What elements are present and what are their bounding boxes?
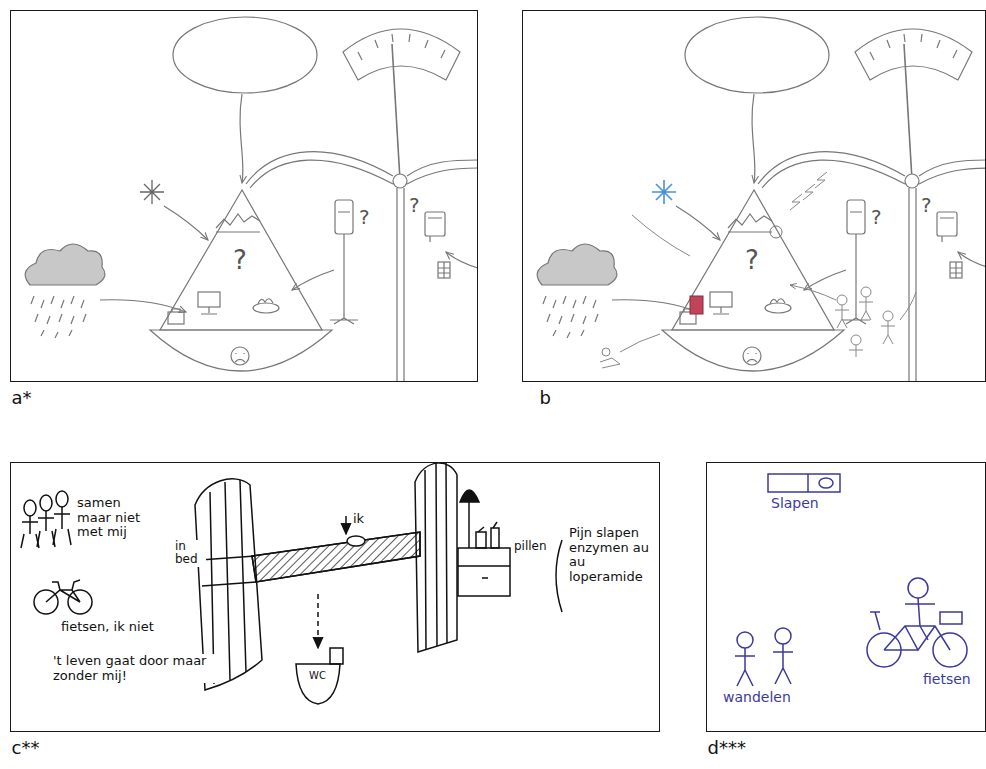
panel-frame: c** — [10, 462, 660, 732]
scene-c — [458, 566, 510, 578]
scene-d — [807, 474, 809, 492]
panel-frame: a* — [10, 10, 478, 382]
scene-c — [40, 495, 52, 511]
handwritten-note: 't leven gaat door maar zonder mij! — [52, 654, 219, 683]
scene-d — [905, 598, 935, 640]
handwritten-note: samen maar niet met mij — [76, 496, 156, 540]
scene-d — [775, 628, 791, 644]
people-sketch — [900, 292, 916, 320]
sketch-line — [632, 215, 690, 256]
scene-d — [735, 474, 967, 686]
scene-c — [53, 507, 71, 545]
people-sketch — [849, 345, 863, 357]
scene-c — [296, 664, 340, 704]
clock-icon — [770, 226, 782, 238]
scene-d — [908, 578, 928, 598]
scene-d — [870, 612, 880, 630]
people-sketch — [600, 358, 620, 368]
scene-c — [21, 462, 562, 704]
question-mark: ? — [408, 194, 421, 216]
scene-c — [210, 480, 246, 684]
scene-d — [773, 644, 793, 684]
panel-letter: c** — [12, 737, 40, 758]
scene-d — [768, 474, 840, 492]
people-sketch — [835, 305, 849, 328]
panel-frame: d*** — [706, 462, 986, 732]
question-mark: ? — [358, 206, 371, 228]
people-sketch — [851, 335, 861, 345]
panel-letter: b — [540, 387, 551, 408]
scene-d — [884, 626, 950, 650]
scene-b — [537, 17, 986, 382]
handwritten-note: pillen — [513, 540, 548, 553]
scene-c — [460, 490, 479, 502]
scene-c — [24, 500, 36, 516]
scene-c — [317, 594, 319, 648]
people-sketch — [883, 311, 893, 321]
scene-c — [347, 536, 365, 546]
scene-d — [819, 478, 833, 488]
panel-letter: a* — [12, 387, 32, 408]
scene-a — [25, 17, 478, 382]
scene-a — [25, 17, 478, 382]
scene-c — [491, 528, 499, 548]
scene-c — [478, 522, 497, 532]
question-mark: ? — [920, 194, 933, 216]
question-mark: ? — [744, 246, 760, 275]
people-sketch — [837, 295, 847, 305]
scene-c — [330, 648, 343, 664]
handwritten-list: Pijn slapen enzymen au au loperamide — [568, 526, 656, 584]
scene-c — [252, 532, 420, 582]
scene-b — [537, 17, 986, 382]
scene-c — [46, 580, 80, 602]
people-sketch — [790, 285, 836, 300]
people-sketch — [859, 297, 873, 320]
scene-c — [345, 516, 347, 534]
sleep-zigzag — [790, 172, 827, 210]
scene-c — [200, 556, 257, 586]
scene-c — [252, 532, 420, 582]
scene-c — [556, 540, 562, 612]
handwritten-note: ik — [352, 512, 365, 527]
scene-c — [195, 479, 262, 690]
people-sketch — [861, 287, 871, 297]
scene-c — [21, 516, 39, 548]
snowflake — [652, 180, 676, 204]
scene-c — [476, 532, 486, 548]
people-sketch — [881, 321, 895, 344]
people-sketch — [600, 285, 916, 368]
scene-c — [37, 511, 55, 547]
snowflake — [140, 180, 164, 204]
book-icon — [690, 296, 703, 314]
activity-label: Slapen — [770, 496, 820, 512]
question-mark: ? — [232, 246, 248, 275]
question-mark: ? — [870, 206, 883, 228]
handwritten-note: fietsen, ik niet — [60, 620, 155, 635]
scene-c — [425, 462, 447, 650]
scene-d — [737, 632, 753, 648]
toilet-label: WC — [308, 670, 327, 681]
people-sketch — [602, 348, 610, 356]
panel-frame: b — [522, 10, 986, 382]
activity-label: wandelen — [722, 690, 792, 706]
scene-d — [735, 648, 755, 686]
scene-d — [940, 612, 962, 624]
people-sketch — [620, 334, 660, 352]
scene-c — [458, 548, 510, 596]
scene-c — [468, 502, 470, 548]
scene-c — [56, 491, 68, 507]
activity-label: fietsen — [922, 672, 972, 688]
handwritten-note: in bed — [174, 540, 206, 567]
panel-letter: d*** — [708, 737, 746, 758]
